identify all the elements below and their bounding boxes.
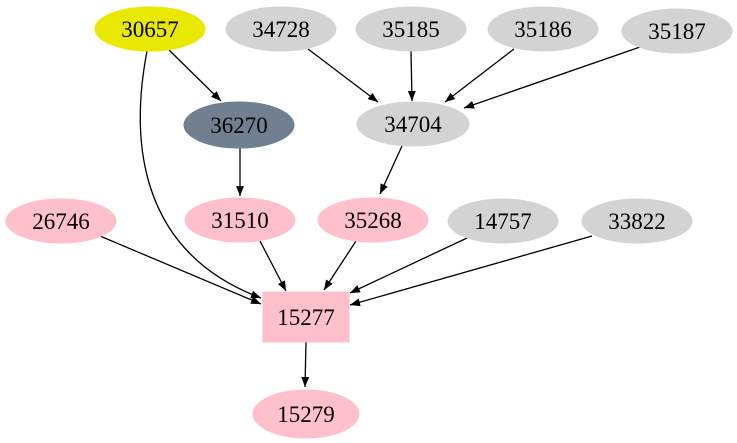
- node-34704: 34704: [356, 101, 470, 147]
- node-shape-ellipse: [355, 6, 467, 52]
- node-30657: 30657: [94, 6, 206, 52]
- node-35268: 35268: [317, 197, 429, 243]
- node-label: 31510: [211, 208, 269, 233]
- edge-31510-15277: [259, 240, 287, 292]
- node-14757: 14757: [447, 198, 559, 244]
- edge-14757-15277: [349, 237, 468, 294]
- node-shape-ellipse: [621, 8, 733, 54]
- node-shape-ellipse: [252, 389, 360, 439]
- node-35187: 35187: [621, 8, 733, 54]
- node-label: 34704: [384, 112, 442, 137]
- edge-34704-35268: [379, 145, 403, 195]
- node-26746: 26746: [5, 198, 117, 244]
- node-label: 14757: [474, 209, 532, 234]
- edge-30657-36270: [168, 49, 222, 102]
- node-label: 35187: [648, 19, 706, 44]
- node-shape-ellipse: [317, 197, 429, 243]
- node-15277: 15277: [262, 291, 350, 343]
- node-shape-ellipse: [5, 198, 117, 244]
- edge-35186-34704: [444, 48, 515, 103]
- node-label: 35186: [514, 17, 572, 42]
- node-31510: 31510: [184, 197, 296, 243]
- node-shape-ellipse: [183, 101, 295, 149]
- edge-30657-15277: [139, 50, 262, 299]
- node-shape-ellipse: [581, 198, 693, 244]
- node-15279: 15279: [252, 389, 360, 439]
- node-shape-ellipse: [487, 6, 599, 52]
- edge-35268-15277: [323, 240, 357, 291]
- edge-35185-34704: [407, 50, 416, 102]
- node-shape-ellipse: [184, 197, 296, 243]
- nodes-layer: 30657 34728 35185 35186 35187 36270 34704 26746…: [5, 6, 733, 439]
- edge-26746-15277: [99, 235, 262, 305]
- node-36270: 36270: [183, 101, 295, 149]
- node-shape-ellipse: [356, 101, 470, 147]
- edge-35187-34704: [463, 46, 641, 109]
- node-label: 35185: [382, 17, 440, 42]
- edge-34728-34704: [307, 48, 379, 103]
- node-shape-ellipse: [94, 6, 206, 52]
- node-35186: 35186: [487, 6, 599, 52]
- node-label: 15277: [277, 305, 335, 330]
- node-label: 36270: [210, 113, 268, 138]
- node-label: 34728: [252, 17, 310, 42]
- node-33822: 33822: [581, 198, 693, 244]
- node-shape-box: [262, 291, 350, 343]
- node-shape-ellipse: [225, 6, 337, 52]
- edge-33822-15277: [349, 235, 593, 307]
- node-34728: 34728: [225, 6, 337, 52]
- node-label: 26746: [32, 209, 90, 234]
- node-label: 30657: [121, 17, 179, 42]
- node-label: 33822: [608, 209, 666, 234]
- node-35185: 35185: [355, 6, 467, 52]
- node-label: 15279: [277, 402, 335, 427]
- edge-15277-15279: [301, 341, 310, 388]
- node-label: 35268: [344, 208, 402, 233]
- node-shape-ellipse: [447, 198, 559, 244]
- edges-layer: [99, 46, 641, 388]
